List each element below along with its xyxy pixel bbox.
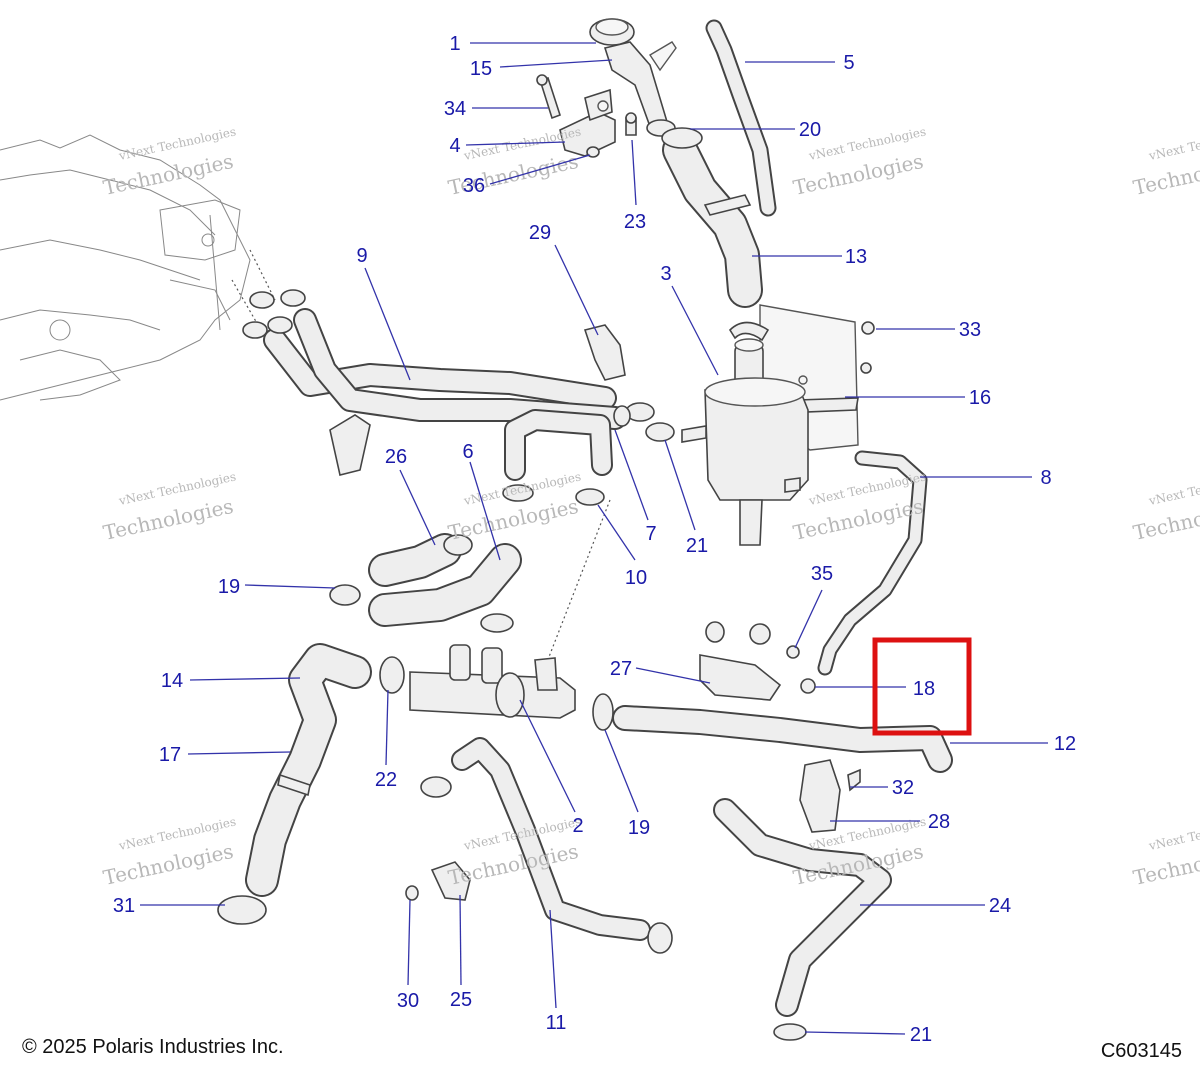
- callout-14: 14: [161, 670, 183, 692]
- callout-5: 5: [843, 52, 854, 74]
- callout-22: 22: [375, 769, 397, 791]
- callout-6: 6: [462, 441, 473, 463]
- leader-lines: [140, 42, 1048, 1035]
- callout-21-upper: 21: [686, 535, 708, 557]
- callout-24: 24: [989, 895, 1011, 917]
- upper-hose: [661, 127, 763, 308]
- copyright-text: © 2025 Polaris Industries Inc.: [22, 1036, 284, 1058]
- callout-30: 30: [397, 990, 419, 1012]
- left-hose: [217, 643, 372, 925]
- callout-17: 17: [159, 744, 181, 766]
- mount-bracket: [799, 759, 861, 833]
- highlight-box: [872, 637, 972, 736]
- callout-2: 2: [572, 815, 583, 837]
- callout-4: 4: [449, 135, 460, 157]
- callout-35: 35: [811, 563, 833, 585]
- lower-hose: [420, 737, 673, 954]
- callout-26: 26: [385, 446, 407, 468]
- callout-36: 36: [463, 175, 485, 197]
- callout-27: 27: [610, 658, 632, 680]
- callout-13: 13: [845, 246, 867, 268]
- overflow-hose: [705, 19, 777, 217]
- callout-11: 11: [546, 1012, 567, 1034]
- callout-23: 23: [624, 211, 646, 233]
- watermark-text: vNext Technologies: [1147, 124, 1200, 163]
- watermark-text: vNext Technologies: [1147, 814, 1200, 853]
- thermostat-assembly: [699, 621, 816, 701]
- figure-code: C603145: [1100, 1040, 1182, 1062]
- short-hoses: [329, 533, 522, 633]
- reservoir-hose: [817, 450, 928, 676]
- callout-15: 15: [470, 58, 492, 80]
- callout-16: 16: [969, 387, 991, 409]
- lower-right-hose: [713, 798, 892, 1041]
- clips-and-clamps-upper: [329, 324, 675, 506]
- callout-18: 18: [913, 678, 935, 700]
- filler-neck: [603, 41, 677, 137]
- callout-19-right: 19: [628, 817, 650, 839]
- callout-1: 1: [449, 33, 460, 55]
- callout-7: 7: [645, 523, 656, 545]
- callout-8: 8: [1040, 467, 1051, 489]
- callout-31: 31: [113, 895, 135, 917]
- callout-28: 28: [928, 811, 950, 833]
- coolant-manifold: [379, 644, 576, 719]
- callout-19-left: 19: [218, 576, 240, 598]
- small-clip-parts: [405, 861, 471, 901]
- coolant-reservoir: [681, 321, 809, 546]
- callout-numbers: 1 15 34 4 36 5 20 23 13 29 9 3 33 16 8 2…: [113, 33, 1076, 1046]
- callout-20: 20: [799, 119, 821, 141]
- bracket-assembly: [536, 74, 637, 158]
- callout-9: 9: [356, 245, 367, 267]
- callout-34: 34: [444, 98, 466, 120]
- callout-32: 32: [892, 777, 914, 799]
- watermarks: vNext Technologies Technologies vNext Te…: [101, 124, 1200, 889]
- engine-hoses: [242, 289, 627, 481]
- watermark-text: vNext Technologies: [1147, 469, 1200, 508]
- callout-3: 3: [660, 263, 671, 285]
- radiator-cap: [589, 18, 635, 46]
- callout-29: 29: [529, 222, 551, 244]
- long-hose: [592, 693, 953, 773]
- callout-10: 10: [625, 567, 647, 589]
- callout-21-lower: 21: [910, 1024, 932, 1046]
- callout-25: 25: [450, 989, 472, 1011]
- callout-12: 12: [1054, 733, 1076, 755]
- callout-33: 33: [959, 319, 981, 341]
- engine-block-outline: [0, 134, 251, 401]
